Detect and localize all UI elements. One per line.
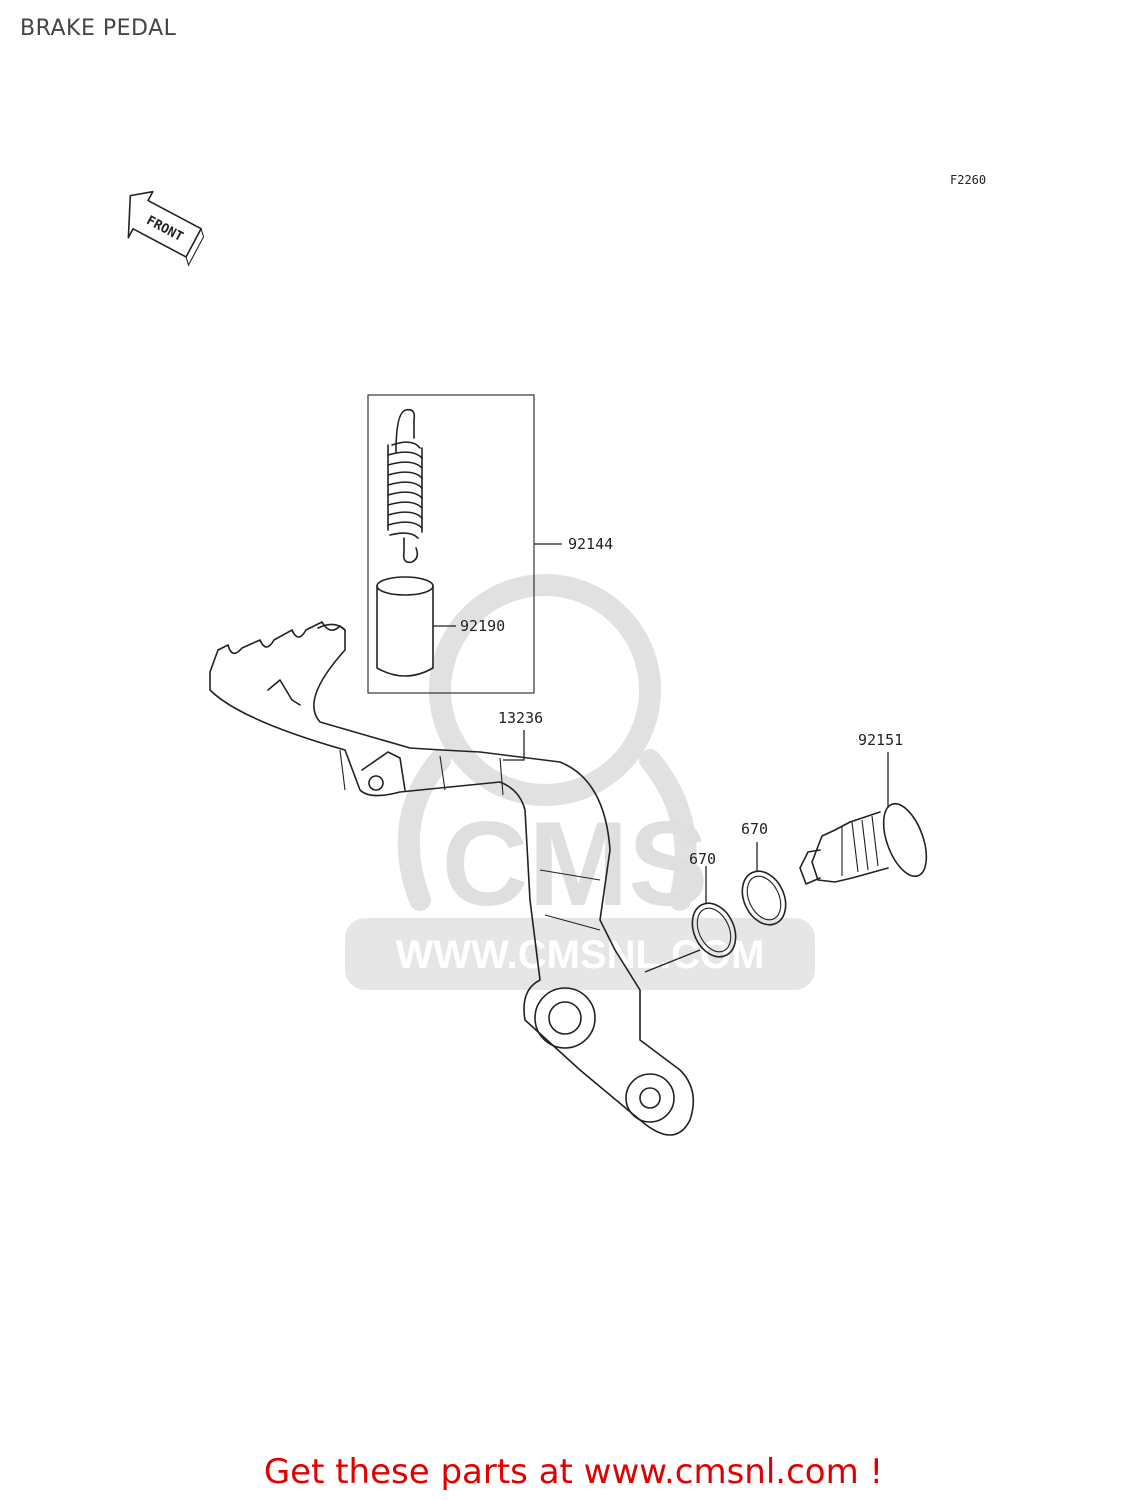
- o-ring-part-right: [741, 870, 787, 926]
- part-label-13236[interactable]: 13236: [498, 709, 543, 727]
- page-title: BRAKE PEDAL: [20, 16, 177, 41]
- watermark: CMS WWW.CMSNL.COM: [345, 574, 815, 990]
- watermark-url-band: [345, 918, 815, 990]
- brake-pedal-part: [209, 621, 695, 1136]
- footer-cta-link[interactable]: Get these parts at www.cmsnl.com !: [263, 1452, 884, 1492]
- part-label-92190[interactable]: 92190: [460, 617, 505, 635]
- leader-lines: [433, 543, 889, 973]
- part-label-92144[interactable]: 92144: [568, 535, 613, 553]
- o-ring-part-left: [691, 902, 737, 958]
- figure-code: F2260: [950, 173, 986, 187]
- collar-part: [376, 576, 434, 677]
- watermark-logo: CMS: [442, 797, 709, 931]
- front-arrow-label: FRONT: [144, 213, 186, 245]
- o-ring-part-left-inner: [696, 907, 732, 953]
- o-ring-part-right-inner: [746, 875, 782, 921]
- front-arrow-icon: FRONT: [127, 190, 205, 267]
- pivot-bolt-part: [799, 802, 928, 885]
- part-label-92151[interactable]: 92151: [858, 731, 903, 749]
- spring-part: [387, 408, 423, 564]
- part-label-670-right[interactable]: 670: [741, 820, 768, 838]
- watermark-mascot: [397, 574, 697, 911]
- watermark-url: WWW.CMSNL.COM: [396, 933, 765, 977]
- part-label-670-left[interactable]: 670: [689, 850, 716, 868]
